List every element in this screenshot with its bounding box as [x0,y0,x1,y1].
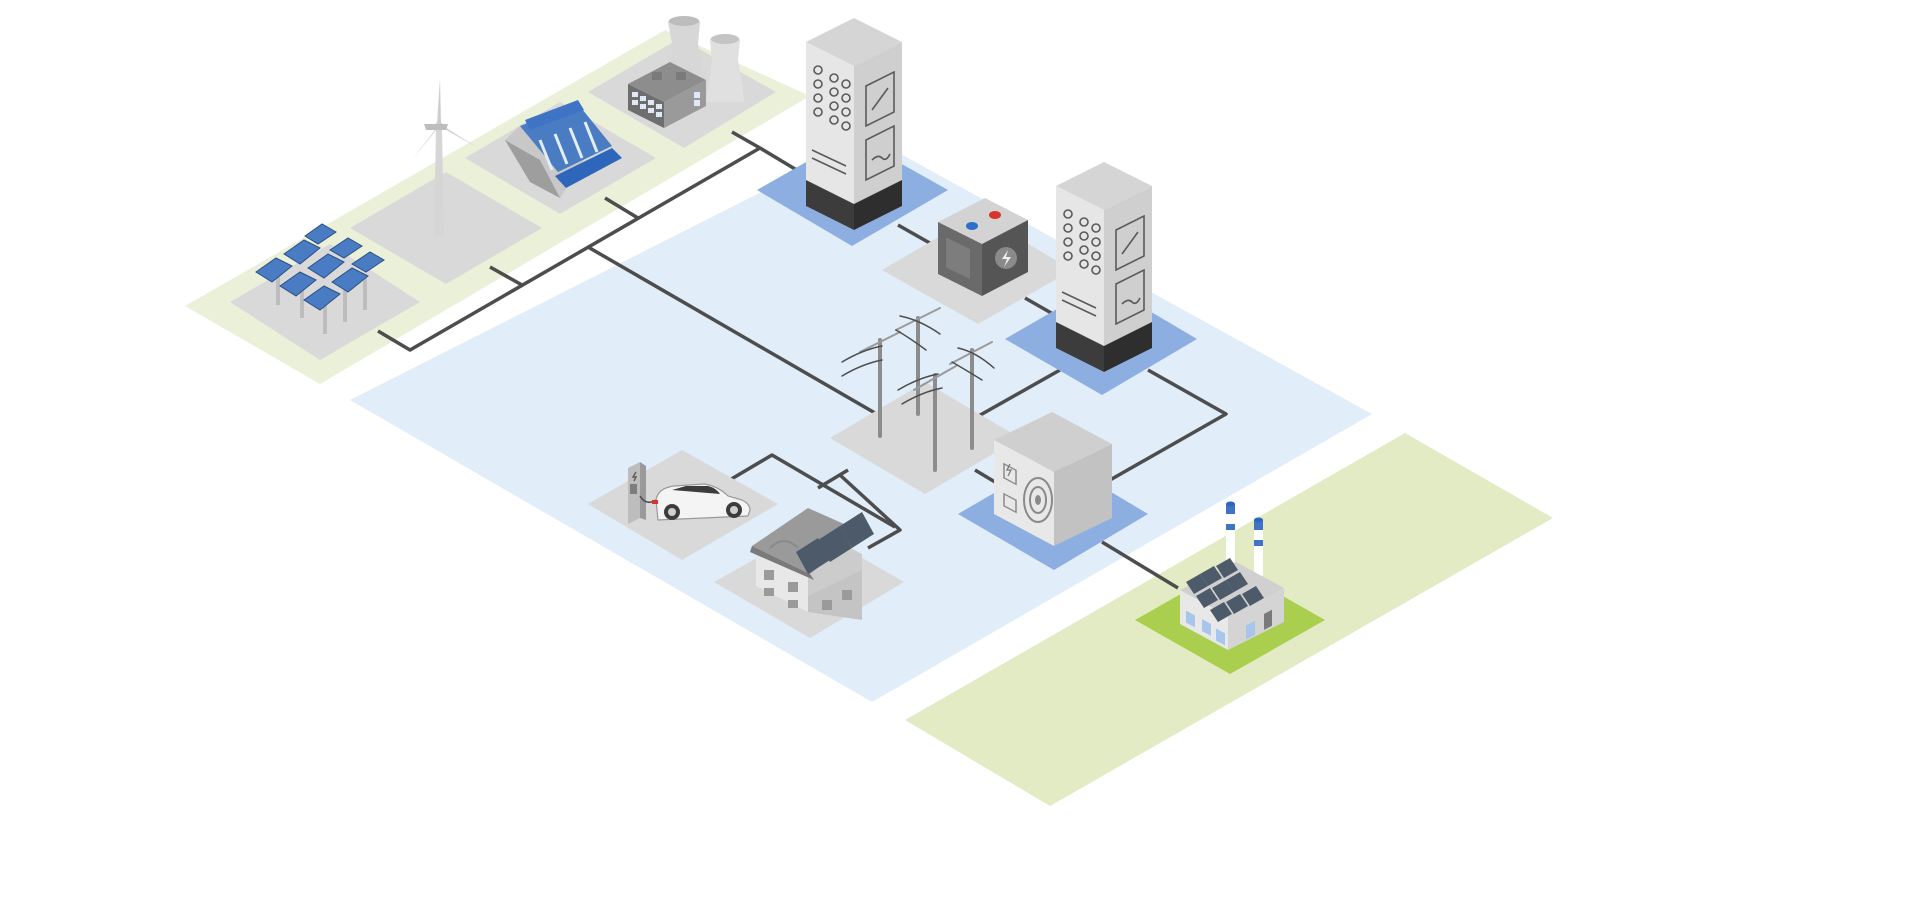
line-transformer-to-factory [1101,540,1179,590]
power-pylons-icon [841,307,995,472]
line-inverter2-to-towers [974,368,1061,420]
solar-panels-icon [255,223,385,334]
line-towers-to-transformer [974,468,996,484]
line-towers-to-house-drop [817,468,849,490]
power-plant-icon [628,16,744,128]
line-towers-to-house [838,473,902,550]
line-generation-bus [377,130,762,352]
factory-icon [1180,501,1284,650]
line-hydro-tap [604,196,639,220]
ev-charging-icon [628,462,751,524]
line-ev-to-house [727,453,896,529]
line-inverter-to-battery [897,223,936,248]
wind-turbine-icon [412,78,478,236]
line-inverter2-to-transformer [1109,368,1228,482]
line-bus-to-towers [587,245,876,415]
line-wind-tap [489,265,523,287]
transformer-icon [994,412,1112,546]
line-plant-to-inverter [759,146,801,174]
hydro-dam-icon [505,100,622,198]
solar-house-icon [750,508,874,620]
inverter-cabinet-icon [806,18,902,230]
battery-icon [938,198,1028,296]
tile-wind [350,172,542,284]
inverter-cabinet-icon-2 [1056,162,1152,372]
